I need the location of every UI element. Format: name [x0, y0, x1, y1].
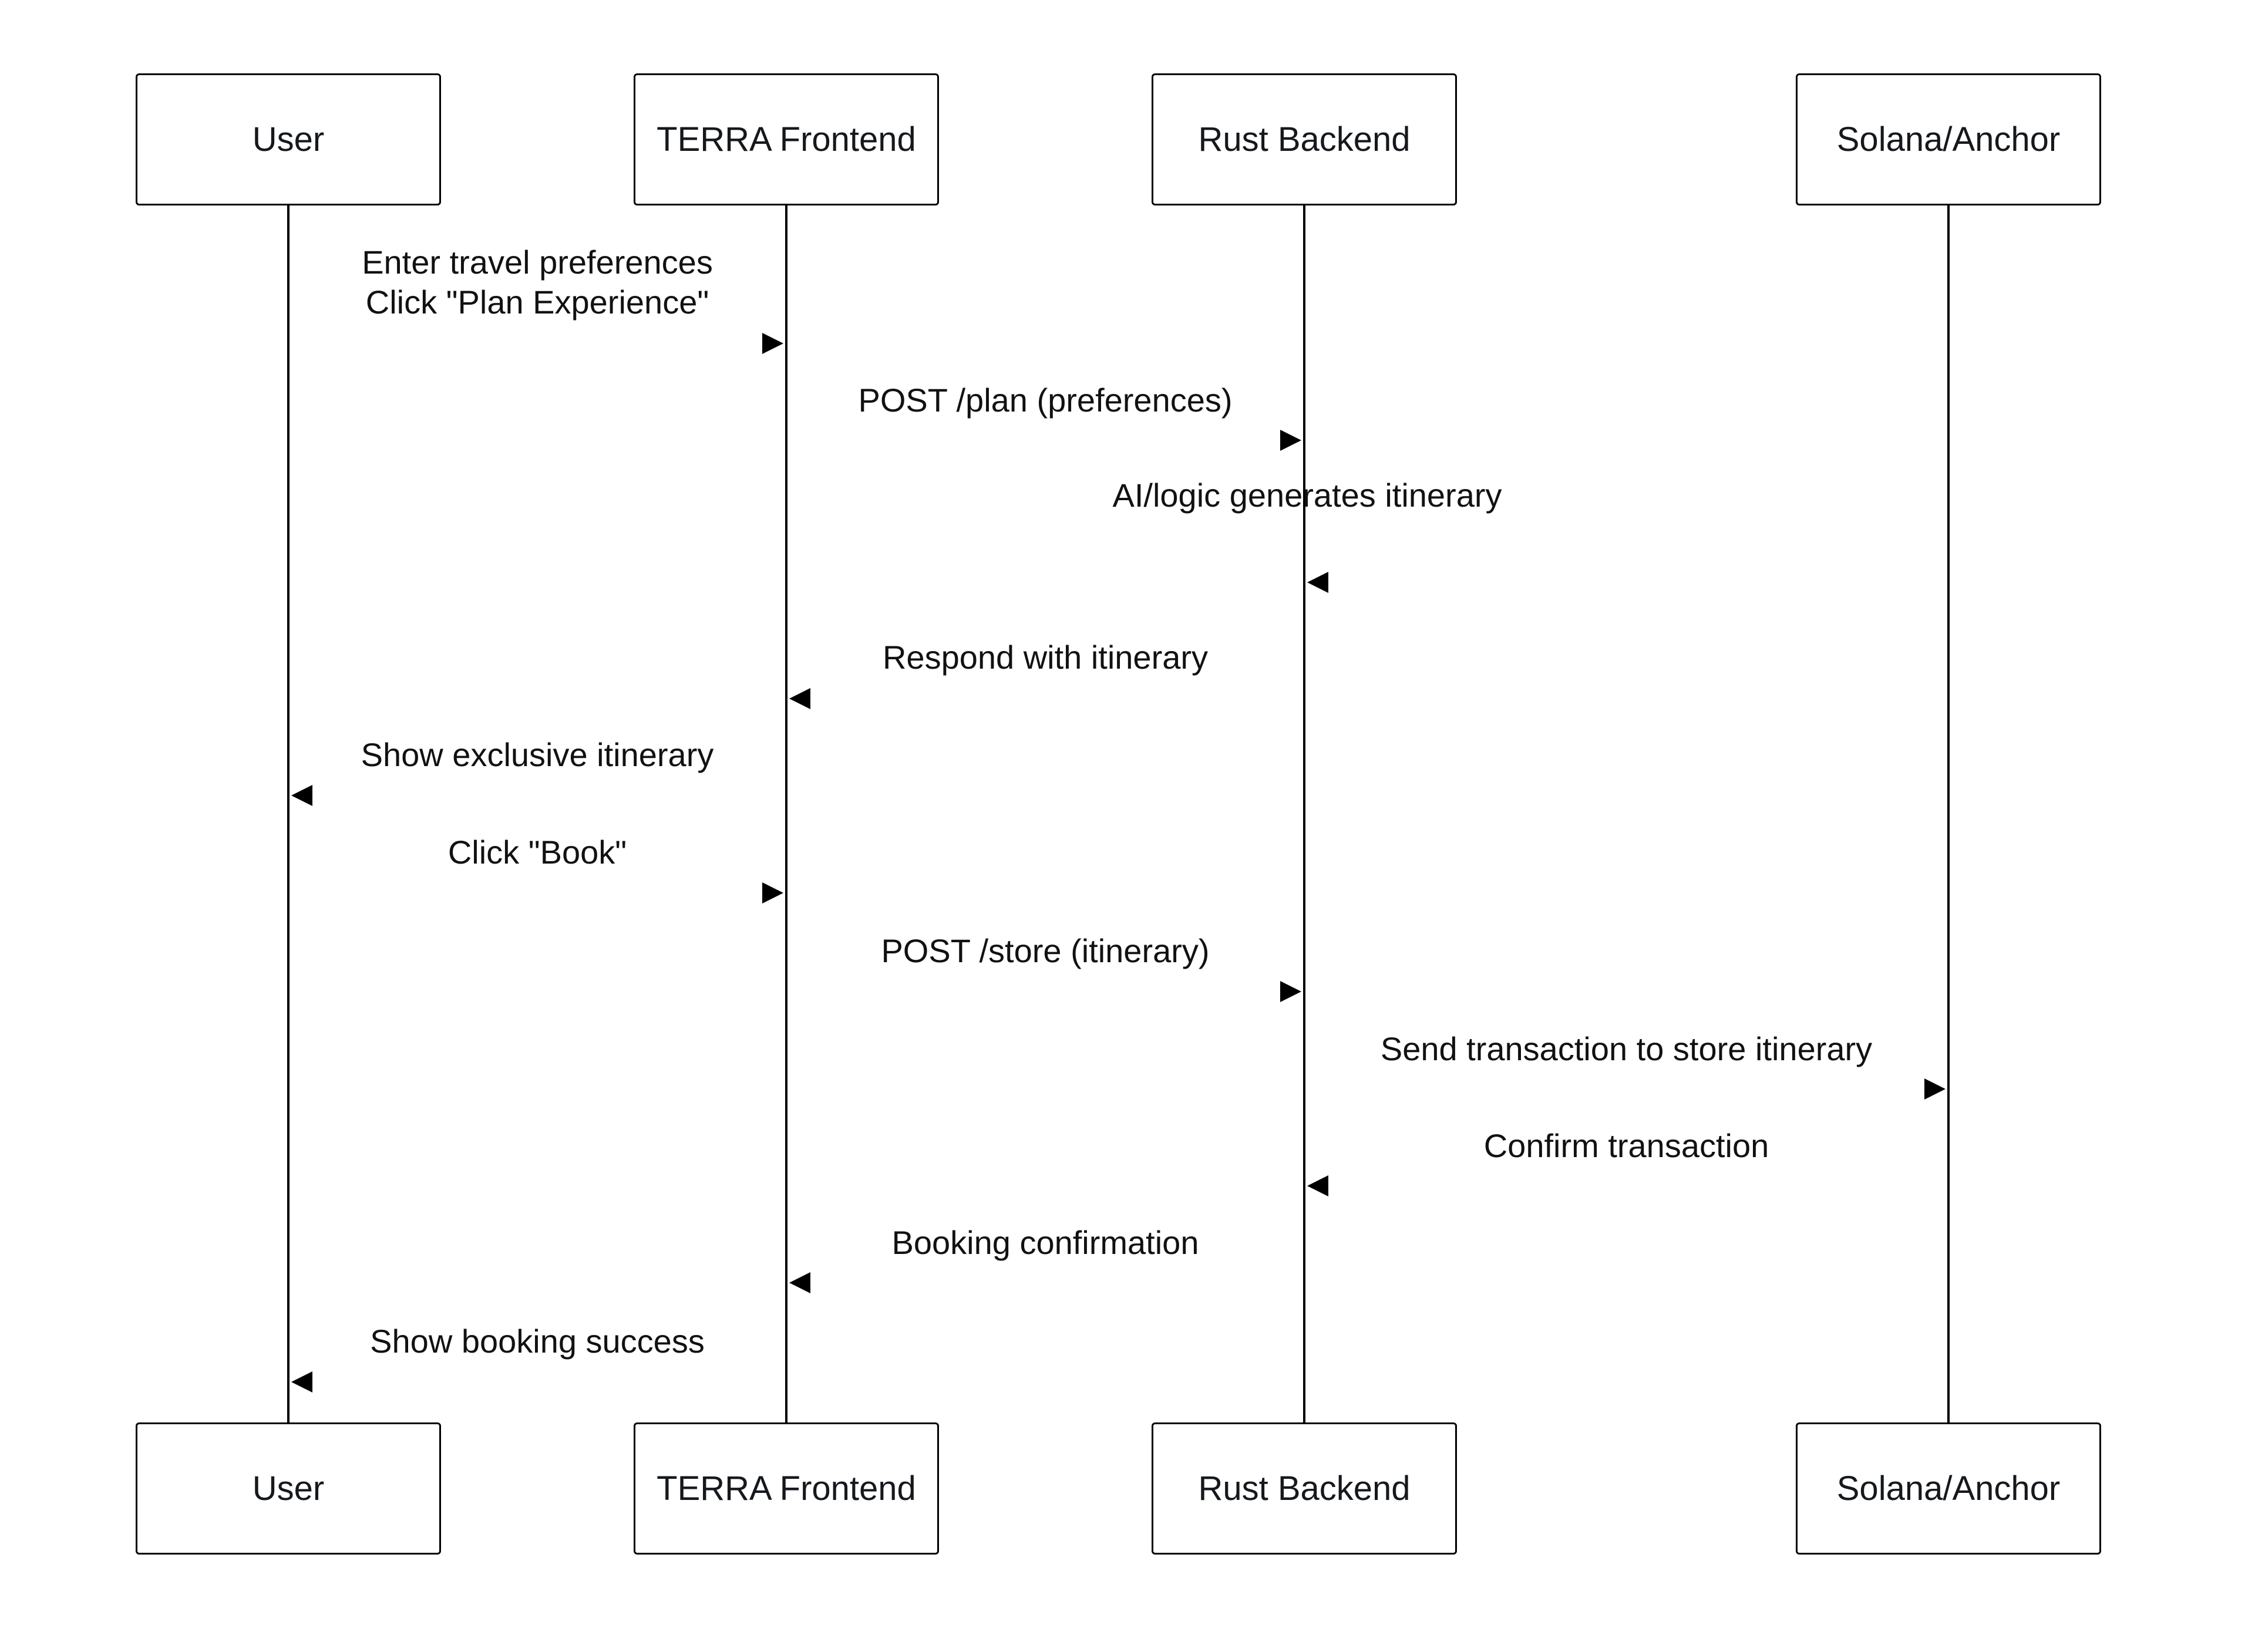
actor-label-solana-top: Solana/Anchor — [1836, 120, 2061, 159]
actor-label-terra-bottom: TERRA Frontend — [657, 1469, 916, 1508]
arrowhead-right-icon — [1280, 981, 1301, 1002]
message-label: POST /plan (preferences) — [858, 382, 1233, 419]
actor-label-rust-bottom: Rust Backend — [1198, 1469, 1411, 1508]
arrowhead-left-icon — [789, 1272, 810, 1293]
actor-label-rust-top: Rust Backend — [1198, 120, 1411, 159]
message-label: Enter travel preferences Click "Plan Exp… — [362, 244, 713, 321]
actor-box-terra-bottom: TERRA Frontend — [634, 1422, 939, 1555]
message-label: Booking confirmation — [891, 1224, 1199, 1261]
arrowhead-left-icon — [789, 688, 810, 709]
actor-label-user-bottom: User — [252, 1469, 325, 1508]
message-label: POST /store (itinerary) — [881, 932, 1210, 969]
arrowhead-right-icon — [762, 333, 783, 354]
arrowhead-left-icon — [291, 1371, 312, 1393]
lifeline-rust — [1303, 204, 1305, 1424]
message-label: Show exclusive itinerary — [361, 736, 714, 773]
actor-label-user-top: User — [252, 120, 325, 159]
message-label: Respond with itinerary — [882, 639, 1209, 676]
message-label: Confirm transaction — [1483, 1127, 1769, 1164]
arrowhead-right-icon — [1280, 430, 1301, 451]
message-label: Send transaction to store itinerary — [1380, 1030, 1873, 1067]
lifeline-terra — [785, 204, 787, 1424]
arrowhead-left-icon — [1307, 1175, 1328, 1196]
actor-label-terra-top: TERRA Frontend — [657, 120, 916, 159]
actor-box-solana-bottom: Solana/Anchor — [1796, 1422, 2101, 1555]
actor-box-rust-top: Rust Backend — [1152, 73, 1457, 205]
arrowhead-right-icon — [762, 882, 783, 903]
actor-box-user-bottom: User — [136, 1422, 441, 1555]
lifeline-user — [287, 204, 290, 1424]
lifeline-solana — [1947, 204, 1950, 1424]
actor-box-solana-top: Solana/Anchor — [1796, 73, 2101, 205]
arrowhead-right-icon — [1924, 1078, 1946, 1100]
message-label: AI/logic generates itinerary — [1112, 477, 1502, 514]
actor-label-solana-bottom: Solana/Anchor — [1836, 1469, 2061, 1508]
actor-box-terra-top: TERRA Frontend — [634, 73, 939, 205]
arrowhead-left-icon — [1307, 572, 1328, 593]
arrowhead-left-icon — [291, 785, 312, 806]
message-label: Click "Book" — [447, 834, 627, 871]
actor-box-rust-bottom: Rust Backend — [1152, 1422, 1457, 1555]
message-label: Show booking success — [370, 1323, 705, 1360]
actor-box-user-top: User — [136, 73, 441, 205]
